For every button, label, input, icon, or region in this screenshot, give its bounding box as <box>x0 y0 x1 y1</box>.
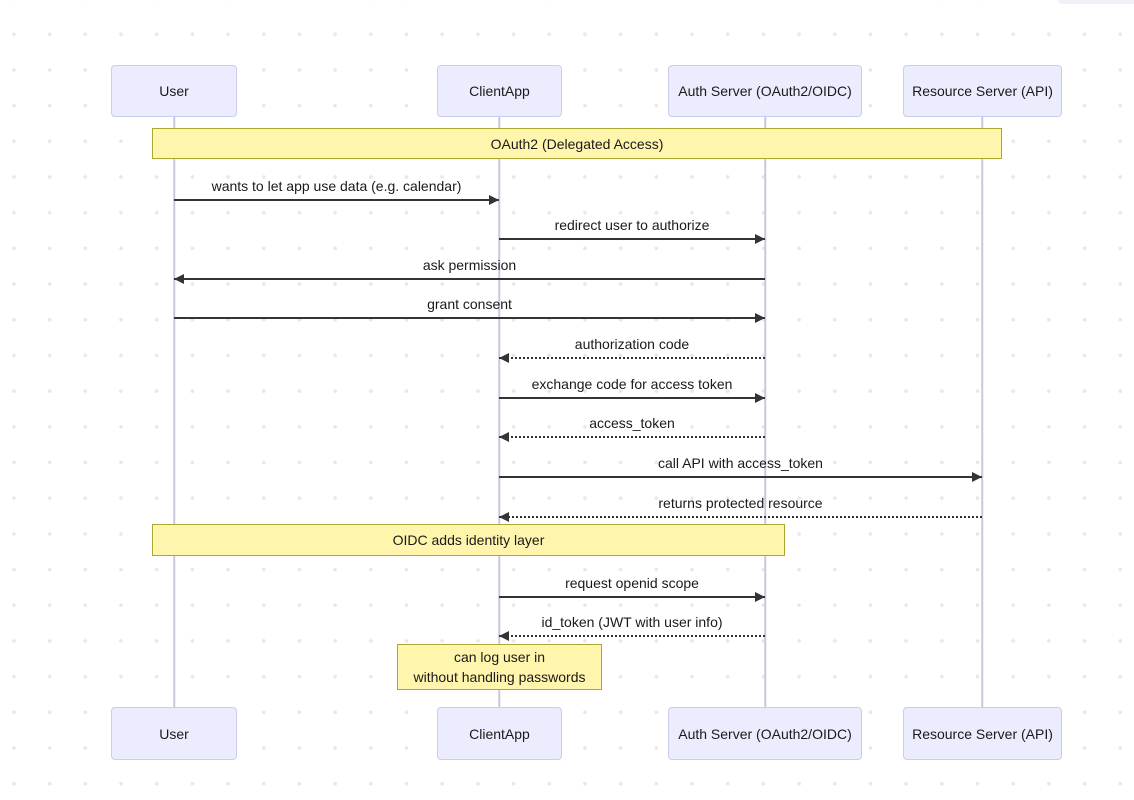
arrowhead-right-icon <box>755 592 765 602</box>
lifeline-auth-server <box>764 117 766 707</box>
note-line-2: without handling passwords <box>413 669 586 685</box>
message-label: request openid scope <box>565 575 699 591</box>
message-arrow <box>499 238 765 240</box>
actor-label: Auth Server (OAuth2/OIDC) <box>678 725 852 742</box>
message-label: access_token <box>589 415 675 431</box>
arrowhead-right-icon <box>755 313 765 323</box>
message-arrow <box>174 199 499 201</box>
message-1: wants to let app use data (e.g. calendar… <box>174 177 499 205</box>
arrowhead-left-icon <box>499 512 509 522</box>
note-label: OIDC adds identity layer <box>392 532 545 548</box>
actor-label: Auth Server (OAuth2/OIDC) <box>678 83 852 99</box>
arrowhead-right-icon <box>489 195 499 205</box>
arrowhead-right-icon <box>755 393 765 403</box>
message-8: call API with access_token <box>499 454 982 482</box>
actor-top-resource-server: Resource Server (API) <box>903 65 1062 117</box>
message-label: call API with access_token <box>658 455 823 471</box>
actor-top-auth-server: Auth Server (OAuth2/OIDC) <box>668 65 862 117</box>
actor-label: User <box>159 725 189 742</box>
actor-label: Resource Server (API) <box>912 725 1053 742</box>
actor-label: ClientApp <box>469 725 530 742</box>
actor-bottom-user: User <box>111 707 237 760</box>
message-3: ask permission <box>174 256 765 284</box>
actor-label: Resource Server (API) <box>912 83 1053 99</box>
message-arrow <box>499 635 765 637</box>
actor-label: User <box>159 83 189 99</box>
message-2: redirect user to authorize <box>499 216 765 244</box>
message-arrow <box>174 278 765 280</box>
actor-bottom-resource-server: Resource Server (API) <box>903 707 1062 760</box>
arrowhead-right-icon <box>755 234 765 244</box>
note-oauth2-section: OAuth2 (Delegated Access) <box>152 128 1002 159</box>
actor-top-user: User <box>111 65 237 117</box>
note-clientapp-login: can log user in without handling passwor… <box>397 644 602 690</box>
lifeline-user <box>173 117 175 707</box>
note-line-1: can log user in <box>453 649 546 665</box>
message-5: authorization code <box>499 335 765 363</box>
message-arrow <box>499 476 982 478</box>
arrowhead-left-icon <box>174 274 184 284</box>
arrowhead-left-icon <box>499 432 509 442</box>
actor-bottom-clientapp: ClientApp <box>437 707 562 760</box>
message-arrow <box>499 397 765 399</box>
actor-top-clientapp: ClientApp <box>437 65 562 117</box>
message-label: ask permission <box>422 257 517 273</box>
message-label: exchange code for access token <box>531 376 733 392</box>
lifeline-resource-server <box>981 117 983 707</box>
corner-panel-edge <box>1058 0 1134 4</box>
note-oidc-section: OIDC adds identity layer <box>152 524 785 556</box>
actor-label: ClientApp <box>469 83 530 99</box>
actor-bottom-auth-server: Auth Server (OAuth2/OIDC) <box>668 707 862 760</box>
lifeline-clientapp <box>498 117 500 707</box>
arrowhead-left-icon <box>499 631 509 641</box>
message-label: grant consent <box>427 296 512 312</box>
note-label: OAuth2 (Delegated Access) <box>490 135 664 152</box>
arrowhead-left-icon <box>499 353 509 363</box>
message-label: wants to let app use data (e.g. calendar… <box>211 178 462 194</box>
arrowhead-right-icon <box>972 472 982 482</box>
message-10: request openid scope <box>499 574 765 602</box>
message-11: id_token (JWT with user info) <box>499 613 765 641</box>
message-9: returns protected resource <box>499 494 982 522</box>
message-label: redirect user to authorize <box>554 217 710 233</box>
message-6: exchange code for access token <box>499 375 765 403</box>
message-arrow <box>499 436 765 438</box>
message-arrow <box>499 516 982 518</box>
message-arrow <box>174 317 765 319</box>
message-arrow <box>499 357 765 359</box>
message-label: id_token (JWT with user info) <box>541 614 723 630</box>
message-label: authorization code <box>574 336 690 352</box>
message-arrow <box>499 596 765 598</box>
message-4: grant consent <box>174 295 765 323</box>
message-7: access_token <box>499 414 765 442</box>
message-label: returns protected resource <box>658 495 823 511</box>
